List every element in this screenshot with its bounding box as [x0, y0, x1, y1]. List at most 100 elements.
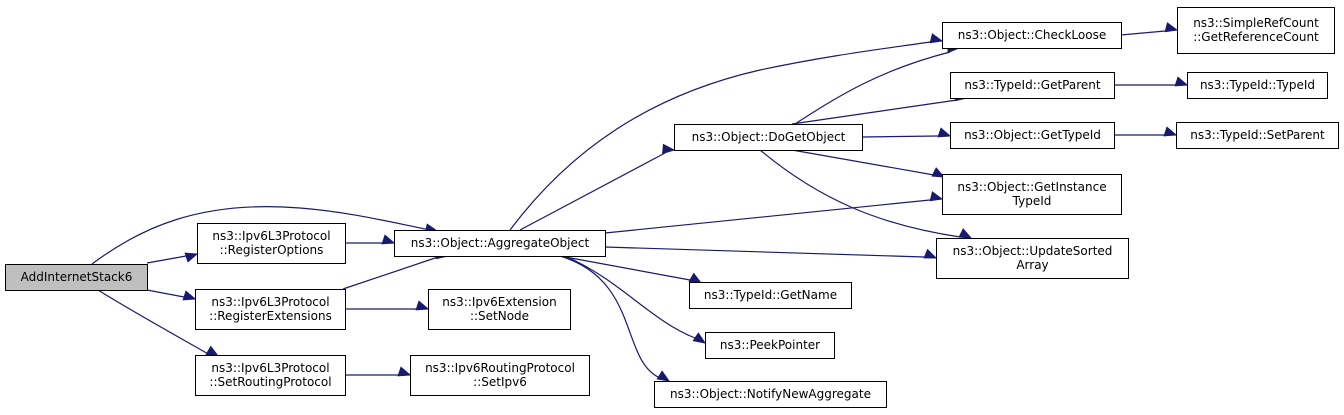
edge-aggr-to-getname [559, 255, 703, 284]
node-label: ::GetReferenceCount [1193, 30, 1319, 44]
edge-setrout-to-setipv6 [345, 366, 412, 377]
node-setparent[interactable]: ns3::TypeId::SetParent [1176, 122, 1339, 149]
node-box [394, 230, 606, 257]
node-regopt[interactable]: ns3::Ipv6L3Protocol::RegisterOptions [197, 223, 346, 264]
edge-line [791, 149, 935, 176]
edge-aggr-to-updsorted [604, 246, 938, 259]
edge-aggr-to-dogetobj [519, 143, 676, 231]
node-label: ns3::SimpleRefCount [1193, 16, 1319, 30]
node-setnode[interactable]: ns3::Ipv6Extension::SetNode [428, 289, 571, 330]
node-peek[interactable]: ns3::PeekPointer [705, 332, 835, 359]
node-label: ns3::Ipv6L3Protocol [211, 295, 329, 309]
node-getname[interactable]: ns3::TypeId::GetName [689, 282, 852, 309]
edge-aggr-to-getinst [604, 191, 944, 234]
arrowhead-icon [923, 248, 938, 259]
node-aggr[interactable]: ns3::Object::AggregateObject [394, 230, 606, 257]
edge-line [559, 255, 661, 379]
edge-line [564, 255, 696, 339]
node-label: ns3::TypeId::TypeId [1200, 78, 1315, 92]
arrowhead-icon [929, 191, 944, 202]
node-label: ns3::Ipv6L3Protocol [212, 229, 330, 243]
edge-aggr-to-checkloose [509, 33, 944, 231]
node-label: ns3::TypeId::SetParent [1190, 128, 1325, 142]
edge-line [861, 135, 939, 138]
edges-layer [91, 22, 1189, 382]
node-dogetobj[interactable]: ns3::Object::DoGetObject [674, 124, 863, 151]
edge-line [146, 255, 187, 264]
edge-regext-to-setnode [345, 300, 430, 311]
edge-getparent-to-typeid [1114, 76, 1189, 87]
nodes-layer: AddInternetStack6ns3::Ipv6L3Protocol::Re… [5, 7, 1339, 408]
node-root[interactable]: AddInternetStack6 [5, 264, 148, 291]
node-box [1187, 72, 1328, 99]
node-box [674, 124, 863, 151]
edge-line [342, 256, 439, 290]
node-box [942, 22, 1122, 49]
node-typeid[interactable]: ns3::TypeId::TypeId [1187, 72, 1328, 99]
arrowhead-icon [931, 167, 946, 178]
node-box [5, 264, 148, 291]
node-box [689, 282, 852, 309]
node-label: ns3::Object::AggregateObject [411, 236, 590, 250]
arrowhead-icon [937, 127, 952, 138]
arrowhead-icon [929, 33, 944, 44]
edge-checkloose-to-getrefcount [1120, 22, 1179, 36]
edge-dogetobj-to-gettypeid [861, 127, 952, 138]
node-box [950, 122, 1115, 149]
node-label: ::SetNode [470, 309, 529, 323]
node-box [942, 174, 1122, 215]
node-box [195, 355, 346, 396]
edge-dogetobj-to-updsorted [759, 149, 973, 239]
node-label: ::SetIpv6 [473, 375, 527, 389]
edge-aggr-to-notify [559, 255, 671, 382]
node-label: ns3::Ipv6RoutingProtocol [425, 361, 575, 375]
node-gettypeid[interactable]: ns3::Object::GetTypeId [950, 122, 1115, 149]
edge-line [146, 289, 185, 298]
edge-line [604, 246, 925, 258]
node-notify[interactable]: ns3::Object::NotifyNewAggregate [654, 381, 887, 408]
edge-root-to-regext [146, 289, 197, 301]
node-label: ns3::Object::GetTypeId [964, 128, 1101, 142]
arrowhead-icon [381, 234, 396, 245]
arrowhead-icon [662, 143, 676, 155]
arrowhead-icon [184, 252, 199, 263]
node-box [950, 72, 1115, 99]
node-setrout[interactable]: ns3::Ipv6L3Protocol::SetRoutingProtocol [195, 355, 346, 396]
arrowhead-icon [415, 300, 430, 311]
edge-root-to-regopt [146, 252, 199, 264]
node-setipv6[interactable]: ns3::Ipv6RoutingProtocol::SetIpv6 [410, 355, 590, 396]
node-box [1176, 122, 1339, 149]
node-box [410, 355, 590, 396]
node-label: ns3::Object::UpdateSorted [953, 244, 1113, 258]
node-getparent[interactable]: ns3::TypeId::GetParent [950, 72, 1115, 99]
node-label: ::RegisterOptions [220, 243, 324, 257]
node-box [195, 289, 346, 330]
node-box [936, 238, 1129, 279]
edge-dogetobj-to-getparent [791, 90, 969, 125]
node-label: ns3::TypeId::GetParent [964, 78, 1100, 92]
node-label: TypeId [1012, 194, 1052, 208]
arrowhead-icon [1164, 22, 1179, 33]
node-label: ns3::Object::NotifyNewAggregate [670, 387, 871, 401]
node-label: ns3::Object::CheckLoose [958, 28, 1106, 42]
node-getrefcount[interactable]: ns3::SimpleRefCount::GetReferenceCount [1177, 7, 1335, 54]
edge-line [791, 99, 958, 125]
node-box [428, 289, 571, 330]
arrowhead-icon [692, 332, 707, 344]
node-regext[interactable]: ns3::Ipv6L3Protocol::RegisterExtensions [195, 289, 346, 330]
edge-line [759, 149, 961, 238]
edge-regopt-to-aggr [345, 234, 396, 245]
edge-line [559, 255, 691, 281]
node-label: ns3::TypeId::GetName [704, 288, 837, 302]
arrowhead-icon [656, 370, 671, 382]
node-label: ns3::Object::GetInstance [957, 180, 1106, 194]
node-label: AddInternetStack6 [21, 270, 133, 284]
arrowhead-icon [688, 272, 703, 284]
node-checkloose[interactable]: ns3::Object::CheckLoose [942, 22, 1122, 49]
edge-line [519, 152, 666, 231]
arrowhead-icon [1163, 126, 1178, 137]
arrowhead-icon [182, 290, 197, 301]
